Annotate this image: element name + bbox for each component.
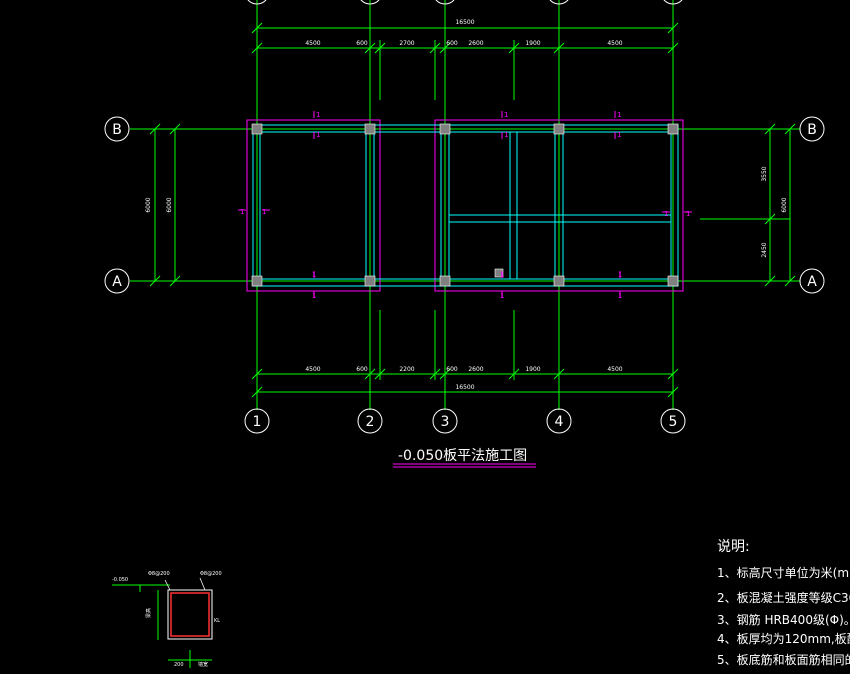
bottom-dim-3: 2200 [399,366,414,373]
axis-5: 5 [669,414,678,430]
left-outer-dim: 6000 [145,197,152,212]
axis-a-left: A [112,274,122,290]
sec-mark: 1 [312,271,316,279]
bottom-dim-7: 4500 [607,366,622,373]
bottom-dim-2: 600 [356,366,368,373]
sec-mark: 1 [617,131,621,139]
col-bubbles [244,408,686,434]
note-5: 5、板底筋和板面筋相同的钢筋板 [717,652,850,667]
columns [251,123,679,287]
note-3: 3、钢筋 HRB400级(Φ)。 [717,612,850,627]
detail-height: 梁高 [145,608,152,618]
note-1: 1、标高尺寸单位为米(m),其余均为 [717,565,850,580]
sec-mark: 1 [312,292,316,300]
section-labels: 1 1 1 1 1 1 1 1 1 1 1 1 1 1 1 1 [240,111,690,300]
bottom-dimensions [251,310,679,398]
sec-mark: 1 [686,210,690,218]
detail-width: 200 [174,662,184,668]
detail-rebar-right: Φ8@200 [200,571,222,577]
slab-outline [246,119,684,292]
axis-b-right: B [807,122,817,138]
sec-mark: 1 [504,111,508,119]
axis-3: 3 [441,414,450,430]
axis-lines [130,0,800,410]
top-dim-5: 2600 [468,40,483,47]
axis-b-left: B [112,122,122,138]
sec-mark: 1 [316,131,320,139]
bottom-dim-5: 2600 [468,366,483,373]
note-4: 4、板厚均为120mm,板配筋均为双 [717,631,850,646]
axis-4: 4 [555,414,564,430]
left-inner-dim: 6000 [166,197,173,212]
detail-wall: 墙宽 [198,661,208,668]
top-dim-6: 1900 [525,40,540,47]
sec-mark: 1 [316,111,320,119]
axis-2: 2 [366,414,375,430]
sec-mark: 1 [618,292,622,300]
detail-rebar-top: Φ8@200 [148,571,170,577]
top-dim-4: 600 [446,40,458,47]
top-total-dim: 16500 [455,19,474,26]
right-upper-dim: 3550 [761,166,768,181]
note-2: 2、板混凝土强度等级C30。 [717,590,850,605]
right-lower-dim: 2450 [761,242,768,257]
bottom-dim-4: 600 [446,366,458,373]
sec-mark: 1 [500,292,504,300]
top-dimensions [251,22,679,100]
sec-mark: 1 [240,208,244,216]
sec-mark: 1 [262,208,266,216]
beams [252,124,679,287]
plan-title: -0.050板平法施工图 [398,448,527,464]
top-dim-7: 4500 [607,40,622,47]
section-detail [112,577,213,668]
detail-kl: KL [214,618,220,624]
top-dim-2: 600 [356,40,368,47]
axis-a-right: A [807,274,817,290]
sec-mark: 1 [504,131,508,139]
sec-mark: 1 [618,271,622,279]
top-dim-1: 4500 [305,40,320,47]
right-outer-dim: 6000 [781,197,788,212]
top-dim-3: 2700 [399,40,414,47]
sec-mark: 1 [664,210,668,218]
sec-mark: 1 [617,111,621,119]
detail-elev: -0.050 [112,577,128,583]
row-bubbles [104,116,825,294]
axis-1: 1 [253,414,262,430]
section-marks [238,111,692,298]
sec-mark: 1 [500,271,504,279]
bottom-dim-1: 4500 [305,366,320,373]
top-axis-bubbles [247,0,683,5]
notes-heading: 说明: [717,539,750,555]
side-dimensions [149,123,796,287]
bottom-dim-6: 1900 [525,366,540,373]
bottom-total-dim: 16500 [455,384,474,391]
